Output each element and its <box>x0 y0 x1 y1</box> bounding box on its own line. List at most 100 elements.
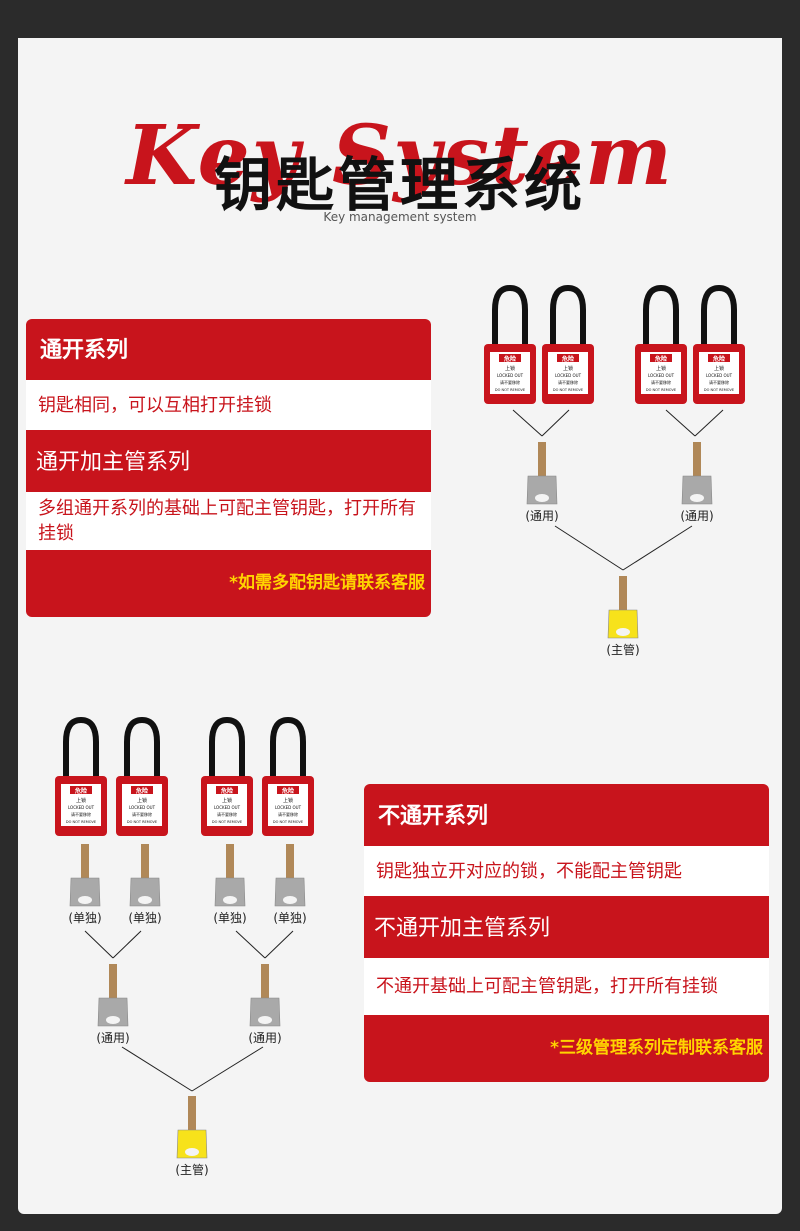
key-blade <box>619 576 627 614</box>
tag-remove: 请不要移除 <box>71 811 91 817</box>
key-blade <box>693 442 701 480</box>
danger-banner <box>557 354 579 362</box>
tag-remove: 请不要移除 <box>558 379 578 385</box>
key-label: (单独) <box>68 911 101 925</box>
padlock-shackle <box>643 284 679 346</box>
danger-banner <box>277 786 299 794</box>
panel-non-common-series: 不通开系列 钥匙独立开对应的锁，不能配主管钥匙 不通开加主管系列 不通开基础上可… <box>364 784 769 1082</box>
tag-remove: 请不要移除 <box>651 379 671 385</box>
tag-locked-en: LOCKED OUT <box>555 373 582 378</box>
key-head <box>249 997 281 1027</box>
key-blade <box>188 1096 196 1134</box>
tag-locked: 上锁 <box>283 797 293 804</box>
key-label: (通用) <box>96 1031 129 1045</box>
panel2-desc2: 不通开基础上可配主管钥匙，打开所有挂锁 <box>364 958 769 1015</box>
key-blade <box>286 844 294 882</box>
key-label: (单独) <box>128 911 161 925</box>
key-label: (主管) <box>606 642 639 657</box>
tag-remove: 请不要移除 <box>278 811 298 817</box>
key-hole <box>78 896 92 904</box>
common-key: (通用) <box>96 964 130 1045</box>
key-head <box>607 609 639 639</box>
connector-line <box>622 525 693 571</box>
key-head <box>97 997 129 1027</box>
tag-locked: 上锁 <box>137 797 147 804</box>
tag-danger: 危险 <box>712 355 726 363</box>
connector-line <box>694 409 724 437</box>
key-head <box>274 877 306 907</box>
tag-remove-en: DO NOT REMOVE <box>553 388 583 392</box>
tag-remove: 请不要移除 <box>500 379 520 385</box>
single-key: (单独) <box>128 844 162 925</box>
tag-locked-en: LOCKED OUT <box>68 805 95 810</box>
script-title: Key System <box>126 108 674 204</box>
connector-line <box>264 930 294 959</box>
key-label: (单独) <box>273 911 306 925</box>
danger-banner <box>650 354 672 362</box>
danger-banner <box>708 354 730 362</box>
tag-danger: 危险 <box>281 787 295 795</box>
master-key: (主管) <box>175 1096 209 1177</box>
key-blade <box>261 964 269 1002</box>
tag-remove-en: DO NOT REMOVE <box>646 388 676 392</box>
key-blade <box>141 844 149 882</box>
connector-line <box>541 409 570 437</box>
padlock-shackle <box>124 716 160 778</box>
tag-danger: 危险 <box>561 355 575 363</box>
key-hole <box>283 896 297 904</box>
tag-remove-en: DO NOT REMOVE <box>212 820 242 824</box>
tag-danger: 危险 <box>503 355 517 363</box>
tag-locked: 上锁 <box>714 365 724 372</box>
connector-line <box>665 409 696 437</box>
key-head <box>526 475 558 505</box>
tag-remove: 请不要移除 <box>709 379 729 385</box>
connector-line <box>235 930 266 959</box>
tag-locked-en: LOCKED OUT <box>214 805 241 810</box>
panel-common-series: 通开系列 钥匙相同，可以互相打开挂锁 通开加主管系列 多组通开系列的基础上可配主… <box>26 319 431 617</box>
tag-remove-en: DO NOT REMOVE <box>495 388 525 392</box>
key-blade <box>109 964 117 1002</box>
padlock-shackle <box>209 716 245 778</box>
key-head <box>176 1129 208 1159</box>
connector-line <box>121 1046 193 1092</box>
key-head <box>129 877 161 907</box>
panel2-note: *三级管理系列定制联系客服 <box>550 1038 763 1058</box>
key-hole <box>106 1016 120 1024</box>
padlock-shackle <box>270 716 306 778</box>
panel1-note: *如需多配钥匙请联系客服 <box>229 573 425 593</box>
key-hole <box>690 494 704 502</box>
tag-danger: 危险 <box>654 355 668 363</box>
top-bar <box>0 0 800 38</box>
single-key: (单独) <box>213 844 247 925</box>
tag-locked-en: LOCKED OUT <box>497 373 524 378</box>
content-card: Key System 钥匙管理系统 Key management system … <box>18 38 782 1214</box>
panel1-desc1: 钥匙相同，可以互相打开挂锁 <box>26 380 431 430</box>
key-head <box>69 877 101 907</box>
tag-locked: 上锁 <box>505 365 515 372</box>
common-key: (通用) <box>680 442 714 523</box>
key-label: (通用) <box>248 1031 281 1045</box>
single-key: (单独) <box>273 844 307 925</box>
key-label: (单独) <box>213 911 246 925</box>
connector-line <box>191 1046 264 1092</box>
key-head <box>214 877 246 907</box>
key-hole <box>138 896 152 904</box>
key-label: (通用) <box>525 509 558 523</box>
tag-remove-en: DO NOT REMOVE <box>127 820 157 824</box>
tag-remove: 请不要移除 <box>132 811 152 817</box>
danger-banner <box>131 786 153 794</box>
common-key: (通用) <box>525 442 559 523</box>
panel1-heading2: 通开加主管系列 <box>36 450 191 475</box>
tag-locked: 上锁 <box>222 797 232 804</box>
key-blade <box>226 844 234 882</box>
tag-locked-en: LOCKED OUT <box>706 373 733 378</box>
connector-line <box>554 525 624 571</box>
connector-line <box>512 409 543 437</box>
tag-locked-en: LOCKED OUT <box>129 805 156 810</box>
